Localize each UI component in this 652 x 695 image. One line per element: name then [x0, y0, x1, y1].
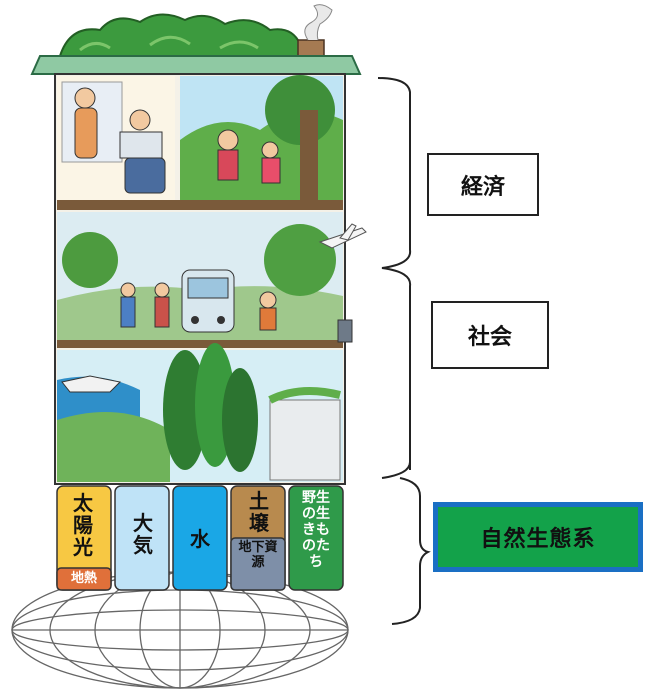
floor-middle — [57, 212, 343, 348]
pillar-wildlife-label: 野生の生きものたち — [302, 490, 330, 570]
mailbox-icon — [337, 319, 353, 343]
pillar-soil-label: 土壌 — [249, 489, 269, 535]
brace-ecosystem — [391, 477, 431, 625]
brace-economy — [377, 77, 412, 470]
pillar-sun-label: 太陽光 — [73, 491, 93, 559]
society-label: 社会 — [431, 301, 549, 369]
airplane-icon — [318, 223, 367, 249]
ecosystem-label: 自然生態系 — [433, 502, 643, 572]
pillar-air-label: 大気 — [133, 511, 153, 557]
economy-label: 経済 — [427, 153, 539, 216]
pillar-air — [114, 485, 170, 591]
pillar-geothermal — [56, 567, 112, 591]
floor-bottom — [57, 343, 343, 482]
pillar-underground — [230, 537, 286, 591]
pillar-underground-label: 地下資源 — [238, 540, 278, 570]
foundation-pillars — [56, 485, 344, 591]
pillar-wildlife — [288, 485, 344, 591]
roof — [30, 4, 362, 75]
pillar-water-label: 水 — [190, 527, 210, 551]
pillar-geothermal-label: 地熱 — [70, 571, 97, 586]
pillar-water — [172, 485, 228, 591]
brace-society — [381, 286, 411, 479]
floor-top — [57, 75, 343, 210]
